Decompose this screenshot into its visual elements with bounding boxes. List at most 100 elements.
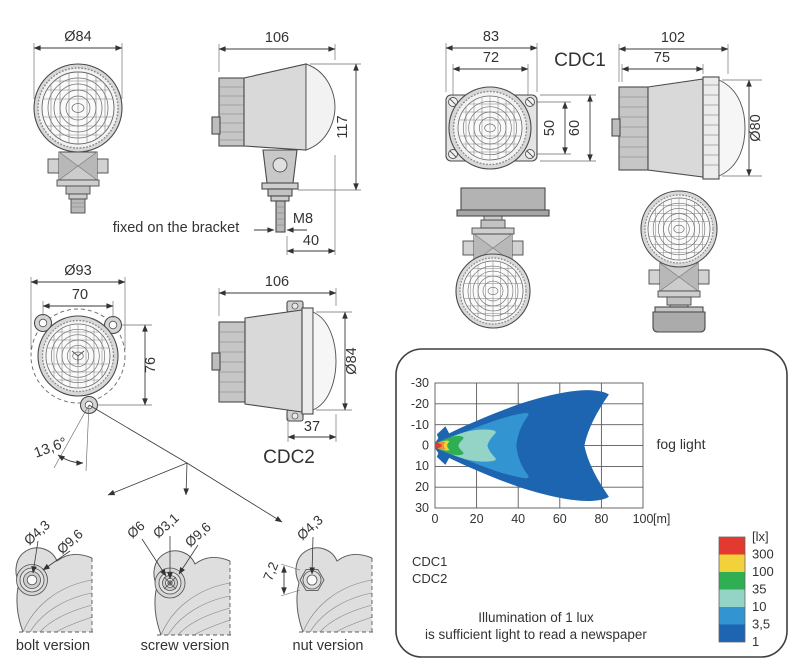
cdc1-connector-tab — [611, 118, 621, 137]
dim-cdc2-side-dia: Ø84 — [316, 311, 360, 411]
cdc2-connector-tab — [211, 352, 221, 371]
cdc2-side-view: 106 Ø84 37 CDC2 — [211, 274, 360, 468]
legend-swatch-1 — [719, 624, 745, 642]
cdc1-corner-screws — [448, 97, 535, 159]
mounting-detail-bolt: Ø4,3 Ø9,6 bolt version — [15, 517, 96, 654]
beam-isolux-areas — [435, 390, 609, 502]
mounting-detail-nut: 7,2 Ø4,3 nut version — [260, 512, 376, 654]
dim-label-m8: M8 — [293, 211, 313, 227]
cdc2-model-label: CDC2 — [263, 447, 315, 468]
x-tick: 100 — [633, 512, 654, 526]
legend-swatch-300 — [719, 537, 745, 555]
dim-label-106: 106 — [265, 30, 289, 46]
dim-label-75: 75 — [654, 50, 670, 66]
legend-label-3p5: 3,5 — [752, 617, 770, 632]
dim-cdc2-height-holes: 76 — [97, 324, 159, 406]
cdc2-body — [244, 309, 303, 413]
legend-swatch-10 — [719, 589, 745, 607]
lamp84-front-view: Ø84 — [33, 29, 123, 214]
dim-label-angle: 13,6° — [32, 435, 69, 462]
x-tick: 0 — [432, 512, 439, 526]
dim-label-76: 76 — [143, 357, 159, 373]
cdc2-front-view: Ø93 70 76 13,6° — [30, 263, 283, 523]
pedestal-base — [652, 311, 706, 333]
dim-cdc2-dia: Ø93 — [30, 263, 126, 350]
dim-cdc1-height-outer: 60 — [540, 94, 596, 162]
cdc2-bezel-band — [301, 307, 314, 415]
pedestal-lens — [648, 198, 710, 260]
dim-label-83: 83 — [483, 29, 499, 45]
nut-dia-hole-label: Ø4,3 — [294, 512, 326, 543]
legend-label-300: 300 — [752, 547, 774, 562]
dim-lamp84-thread: M8 — [254, 211, 313, 233]
y-tick: 30 — [415, 501, 429, 515]
dim-label-50: 50 — [542, 120, 558, 136]
heatsink-fins — [218, 77, 245, 147]
legend-swatch-3p5 — [719, 607, 745, 625]
dim-label-102: 102 — [661, 30, 685, 46]
chart-note-line2: is sufficient light to read a newspaper — [425, 627, 647, 642]
x-axis-unit: [m] — [653, 512, 670, 526]
y-tick: -10 — [411, 418, 429, 432]
bracket-lamp-hanging — [455, 187, 550, 329]
dim-label-dia93: Ø93 — [64, 263, 91, 279]
bracket-front — [47, 151, 109, 181]
screw-dia-head-label: Ø6 — [124, 518, 147, 541]
connector-tab — [211, 116, 221, 135]
y-tick: 20 — [415, 480, 429, 494]
mount-washer — [270, 195, 290, 202]
bolt-version-label: bolt version — [16, 638, 90, 654]
chart-x-axis-ticks: 0 20 40 60 80 100 [m] — [432, 512, 671, 526]
dim-label-37: 37 — [304, 419, 320, 435]
dim-label-40: 40 — [303, 233, 319, 249]
mount-nut — [267, 188, 293, 197]
x-tick: 20 — [470, 512, 484, 526]
dim-cdc2-angle: 13,6° — [32, 404, 90, 472]
dim-lamp84-stem: 40 — [286, 155, 336, 255]
dim-lamp84-length: 106 — [218, 30, 336, 72]
legend-title: [lx] — [752, 529, 769, 544]
dim-cdc2-back-length: 37 — [287, 414, 337, 442]
cdc1-lens — [458, 96, 522, 160]
legend-swatch-100 — [719, 554, 745, 572]
screw-dia-hole-label: Ø3,1 — [150, 510, 182, 541]
housing-body — [243, 63, 307, 151]
mount-stem-front — [56, 179, 100, 214]
legend-swatch-35 — [719, 572, 745, 590]
pedestal-plate — [654, 306, 704, 313]
cdc2-tab-bolt-bottom — [291, 412, 299, 420]
hanging-lens — [463, 261, 523, 321]
dim-label-dia84b: Ø84 — [344, 347, 360, 374]
cdc1-model-label: CDC1 — [554, 50, 606, 71]
cdc2-dome — [312, 311, 337, 411]
chart-note-line1: Illumination of 1 lux — [478, 610, 594, 625]
cdc1-front-view: 83 72 50 60 CDC1 — [445, 29, 606, 170]
x-tick: 60 — [553, 512, 567, 526]
x-tick: 80 — [594, 512, 608, 526]
bolt-dia-boss-label: Ø9,6 — [54, 526, 86, 557]
cdc1-side-view: 102 75 Ø80 — [611, 30, 764, 180]
x-tick: 40 — [511, 512, 525, 526]
nut-flats-label: 7,2 — [260, 560, 281, 583]
dim-cdc1-width-outer: 83 — [445, 29, 538, 92]
dim-lamp84-height: 117 — [298, 63, 361, 191]
dim-cdc1-width-holes: 72 — [452, 50, 529, 96]
dim-cdc1-body-length: 75 — [621, 50, 704, 82]
legend-label-10: 10 — [752, 599, 766, 614]
lamp84-side-view: 106 117 M8 40 — [211, 30, 361, 255]
bracket-lamp-pedestal — [640, 190, 718, 333]
dim-cdc2-length: 106 — [218, 274, 337, 316]
lens-dome — [305, 63, 336, 151]
chart-model-cdc1: CDC1 — [412, 554, 447, 569]
cdc2-dashed-envelope — [30, 308, 126, 404]
y-tick: -30 — [411, 376, 429, 390]
dim-cdc1-height-holes: 50 — [536, 101, 571, 155]
chart-legend: [lx] 300 100 35 10 3,5 1 — [718, 529, 774, 649]
caption-fixed-on-bracket: fixed on the bracket — [113, 220, 240, 236]
screw-version-label: screw version — [141, 638, 230, 654]
chart-model-cdc2: CDC2 — [412, 571, 447, 586]
legend-frame — [718, 536, 746, 643]
cdc2-lens-y-mark — [71, 350, 85, 364]
legend-label-100: 100 — [752, 564, 774, 579]
